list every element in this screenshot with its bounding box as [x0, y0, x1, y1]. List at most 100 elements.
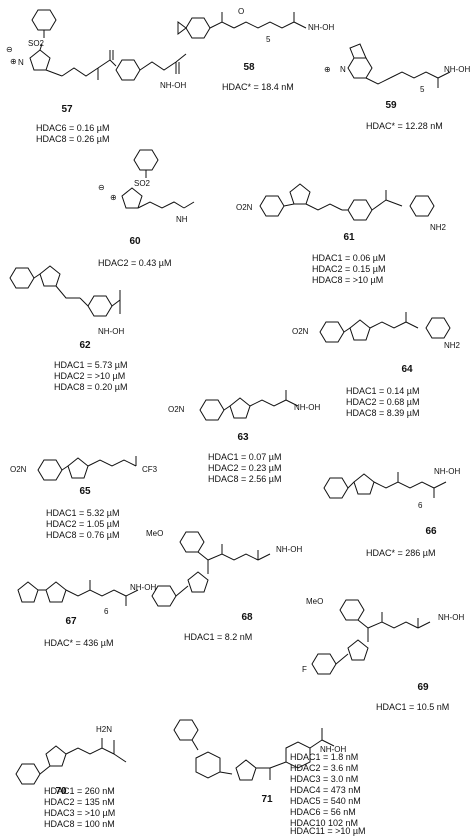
structure-58 [177, 12, 307, 39]
compound-71-number: 71 [261, 794, 273, 805]
six-label: 6 [418, 501, 423, 510]
compound-58-activity-1: HDAC* = 18.4 nM [222, 82, 294, 92]
compound-61-number: 61 [343, 232, 355, 243]
structure-60 [121, 149, 195, 209]
compound-62-number: 62 [79, 340, 91, 351]
compound-59-number: 59 [385, 100, 397, 111]
structure-62 [9, 265, 121, 317]
compound-71-activity-8: HDAC11 = >10 µM [290, 826, 366, 836]
nhoh-label: NH-OH [276, 545, 303, 554]
nh2-label: NH2 [444, 341, 461, 350]
compound-66-activity-1: HDAC* = 286 µM [366, 548, 436, 558]
structure-69 [311, 599, 431, 675]
compound-65-activity-1: HDAC1 = 5.32 µM [46, 508, 120, 518]
meo-label: MeO [306, 597, 324, 606]
cf3-label: CF3 [142, 465, 158, 474]
compound-64-activity-1: HDAC1 = 0.14 µM [346, 386, 420, 396]
h2n-label: H2N [96, 725, 113, 734]
compound-70-number: 70 [55, 786, 67, 797]
compound-61-activity-2: HDAC2 = 0.15 µM [312, 264, 386, 274]
compound-62-activity-2: HDAC2 = >10 µM [54, 371, 126, 381]
nhoh-label: NH-OH [444, 65, 471, 74]
nhoh-label: NH-OH [98, 327, 125, 336]
compound-70-activity-3: HDAC3 = >10 µM [44, 808, 116, 818]
nhoh-label: NH-OH [160, 81, 187, 90]
nh-label: NH [176, 215, 188, 224]
nhoh-label: NH-OH [130, 583, 157, 592]
compound-64-number: 64 [401, 364, 413, 375]
compound-65-activity-3: HDAC8 = 0.76 µM [46, 530, 120, 540]
o2n-label: O2N [168, 405, 185, 414]
structure-71 [173, 719, 335, 781]
compound-57-activity-2: HDAC8 = 0.26 µM [36, 134, 110, 144]
nhoh-label: NH-OH [320, 745, 347, 754]
five-label: 5 [266, 35, 271, 44]
compound-71-activity-3: HDAC3 = 3.0 nM [290, 774, 359, 784]
compound-60-number: 60 [129, 236, 141, 247]
so2-label: SO2 [134, 179, 151, 188]
nhoh-label: NH-OH [294, 403, 321, 412]
compound-57-activity-1: HDAC6 = 0.16 µM [36, 123, 110, 133]
nhoh-label: NH-OH [308, 23, 335, 32]
nhoh-label: NH-OH [438, 613, 465, 622]
compound-69-number: 69 [417, 682, 429, 693]
o2n-label: O2N [10, 465, 27, 474]
compound-63-activity-1: HDAC1 = 0.07 µM [208, 452, 282, 462]
f-label: F [302, 665, 307, 674]
compound-67-activity-1: HDAC* = 436 µM [44, 638, 114, 648]
plus-charge: ⊕ [324, 65, 331, 74]
structure-70 [15, 738, 127, 785]
compound-70-activity-1: HDAC1 = 260 nM [44, 786, 115, 796]
structure-68 [151, 531, 271, 607]
compound-71-activity-2: HDAC2 = 3.6 nM [290, 763, 359, 773]
compound-63-number: 63 [237, 432, 249, 443]
compound-71-activity-1: HDAC1 = 1.8 nM [290, 752, 359, 762]
meo-label: MeO [146, 529, 164, 538]
compound-67-number: 67 [65, 616, 77, 627]
compound-69-activity-1: HDAC1 = 10.5 nM [376, 702, 450, 712]
plus-charge: ⊕ [110, 193, 117, 202]
compound-70-activity-4: HDAC8 = 100 nM [44, 819, 115, 829]
six-label: 6 [104, 607, 109, 616]
compound-62-activity-3: HDAC8 = 0.20 µM [54, 382, 128, 392]
compound-71-activity-7: HDAC10 102 nM [290, 818, 359, 828]
compound-71-activity-5: HDAC5 = 540 nM [290, 796, 361, 806]
o2n-label: O2N [292, 327, 309, 336]
compound-64-activity-2: HDAC2 = 0.68 µM [346, 397, 420, 407]
structure-64 [319, 312, 451, 343]
compound-58-number: 58 [243, 62, 255, 73]
nhoh-label: NH-OH [434, 467, 461, 476]
compound-63-activity-3: HDAC8 = 2.56 µM [208, 474, 282, 484]
structure-65 [37, 456, 137, 481]
structure-59 [347, 43, 451, 88]
compound-60-activity-1: HDAC2 = 0.43 µM [98, 258, 172, 268]
n-oxide-label: N [340, 65, 346, 74]
compound-66-number: 66 [425, 526, 437, 537]
structure-57 [29, 9, 187, 81]
so2-label: SO2 [28, 39, 45, 48]
structure-63 [199, 390, 299, 421]
compound-71-activity-6: HDAC6 = 56 nM [290, 807, 356, 817]
nh2-label: NH2 [430, 223, 447, 232]
compound-70-activity-2: HDAC2 = 135 nM [44, 797, 115, 807]
compound-63-activity-2: HDAC2 = 0.23 µM [208, 463, 282, 473]
compound-65-activity-2: HDAC2 = 1.05 µM [46, 519, 120, 529]
compound-68-number: 68 [241, 612, 253, 623]
compound-61-activity-3: HDAC8 = >10 µM [312, 275, 384, 285]
o-label: O [238, 7, 245, 16]
plus-charge: ⊕ [10, 57, 17, 66]
compound-68-activity-1: HDAC1 = 8.2 nM [184, 632, 253, 642]
structure-67 [17, 580, 139, 606]
compound-57-number: 57 [61, 104, 73, 115]
structure-66 [323, 472, 447, 499]
minus-charge: ⊖ [98, 183, 105, 192]
compound-61-activity-1: HDAC1 = 0.06 µM [312, 253, 386, 263]
minus-charge: ⊖ [6, 45, 13, 54]
compound-64-activity-3: HDAC8 = 8.39 µM [346, 408, 420, 418]
compound-71-activity-4: HDAC4 = 473 nM [290, 785, 361, 795]
compound-59-activity-1: HDAC* = 12.28 nM [366, 121, 443, 131]
five-label: 5 [420, 85, 425, 94]
n-oxide-label: N [18, 58, 24, 67]
compound-62-activity-1: HDAC1 = 5.73 µM [54, 360, 128, 370]
